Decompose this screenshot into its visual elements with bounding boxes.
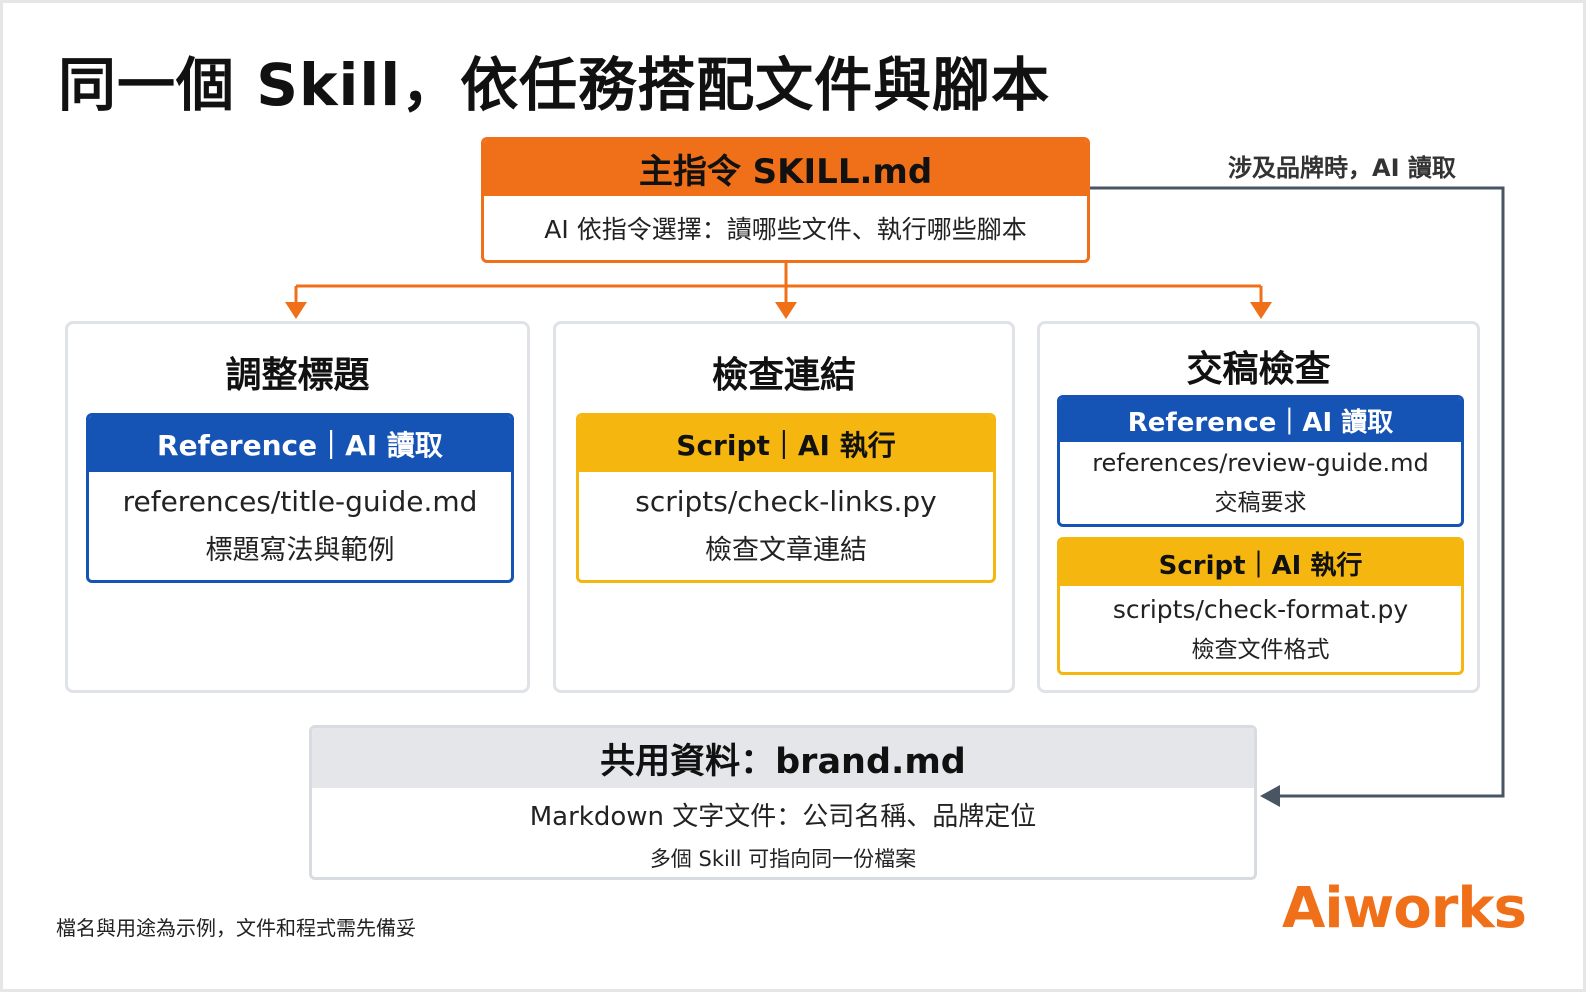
task-column-submission-check: 交稿檢查 Reference｜AI 讀取 references/review-g… <box>1037 321 1480 693</box>
brand-connector <box>1090 186 1505 807</box>
script-card: Script｜AI 執行 scripts/check-format.py 檢查文… <box>1057 537 1464 675</box>
task-title: 調整標題 <box>225 355 370 396</box>
card-body: references/title-guide.md 標題寫法與範例 <box>89 472 511 580</box>
aiworks-logo: Aiworks <box>1282 876 1527 941</box>
card-header: Script｜AI 執行 <box>1060 540 1461 586</box>
card-header: Reference｜AI 讀取 <box>89 416 511 472</box>
page-title: 同一個 Skill，依任務搭配文件與腳本 <box>58 51 1051 119</box>
card-body: references/review-guide.md 交稿要求 <box>1060 442 1461 524</box>
card-body: scripts/check-links.py 檢查文章連結 <box>579 472 993 580</box>
arrow-head-1 <box>285 302 307 319</box>
branch-lines <box>294 263 1263 306</box>
card-description: 交稿要求 <box>1214 490 1307 516</box>
brand-arrow-head <box>1260 785 1280 807</box>
task-title: 交稿檢查 <box>1186 349 1331 390</box>
card-filename: scripts/check-format.py <box>1112 594 1409 624</box>
shared-data-body: Markdown 文字文件：公司名稱、品牌定位 多個 Skill 可指向同一份檔… <box>312 788 1254 877</box>
brand-connector-label: 涉及品牌時，AI 讀取 <box>1228 154 1456 182</box>
card-description: 標題寫法與範例 <box>205 535 395 566</box>
arrow-head-2 <box>775 302 797 319</box>
card-header: Reference｜AI 讀取 <box>1060 398 1461 442</box>
card-description: 檢查文件格式 <box>1191 636 1330 663</box>
shared-data-header: 共用資料：brand.md <box>312 728 1254 788</box>
main-instruction-body: AI 依指令選擇：讀哪些文件、執行哪些腳本 <box>544 215 1027 244</box>
reference-card: Reference｜AI 讀取 references/review-guide.… <box>1057 395 1464 527</box>
script-card: Script｜AI 執行 scripts/check-links.py 檢查文章… <box>576 413 996 583</box>
footnote: 檔名與用途為示例，文件和程式需先備妥 <box>56 916 416 940</box>
arrow-head-3 <box>1250 302 1272 319</box>
task-column-check-links: 檢查連結 Script｜AI 執行 scripts/check-links.py… <box>553 321 1015 693</box>
card-filename: references/review-guide.md <box>1092 449 1429 477</box>
shared-data-box: 共用資料：brand.md Markdown 文字文件：公司名稱、品牌定位 多個… <box>309 725 1257 880</box>
reference-card: Reference｜AI 讀取 references/title-guide.m… <box>86 413 514 583</box>
card-filename: references/title-guide.md <box>122 485 478 518</box>
card-body: scripts/check-format.py 檢查文件格式 <box>1060 586 1461 672</box>
shared-data-description: Markdown 文字文件：公司名稱、品牌定位 <box>529 801 1037 832</box>
task-title: 檢查連結 <box>711 355 856 396</box>
main-instruction-box: 主指令 SKILL.md AI 依指令選擇：讀哪些文件、執行哪些腳本 <box>481 137 1090 263</box>
main-instruction-header: 主指令 SKILL.md <box>484 140 1087 196</box>
task-column-adjust-title: 調整標題 Reference｜AI 讀取 references/title-gu… <box>65 321 530 693</box>
shared-data-note: 多個 Skill 可指向同一份檔案 <box>649 846 917 871</box>
card-header: Script｜AI 執行 <box>579 416 993 472</box>
card-filename: scripts/check-links.py <box>635 485 937 518</box>
card-description: 檢查文章連結 <box>705 535 867 566</box>
